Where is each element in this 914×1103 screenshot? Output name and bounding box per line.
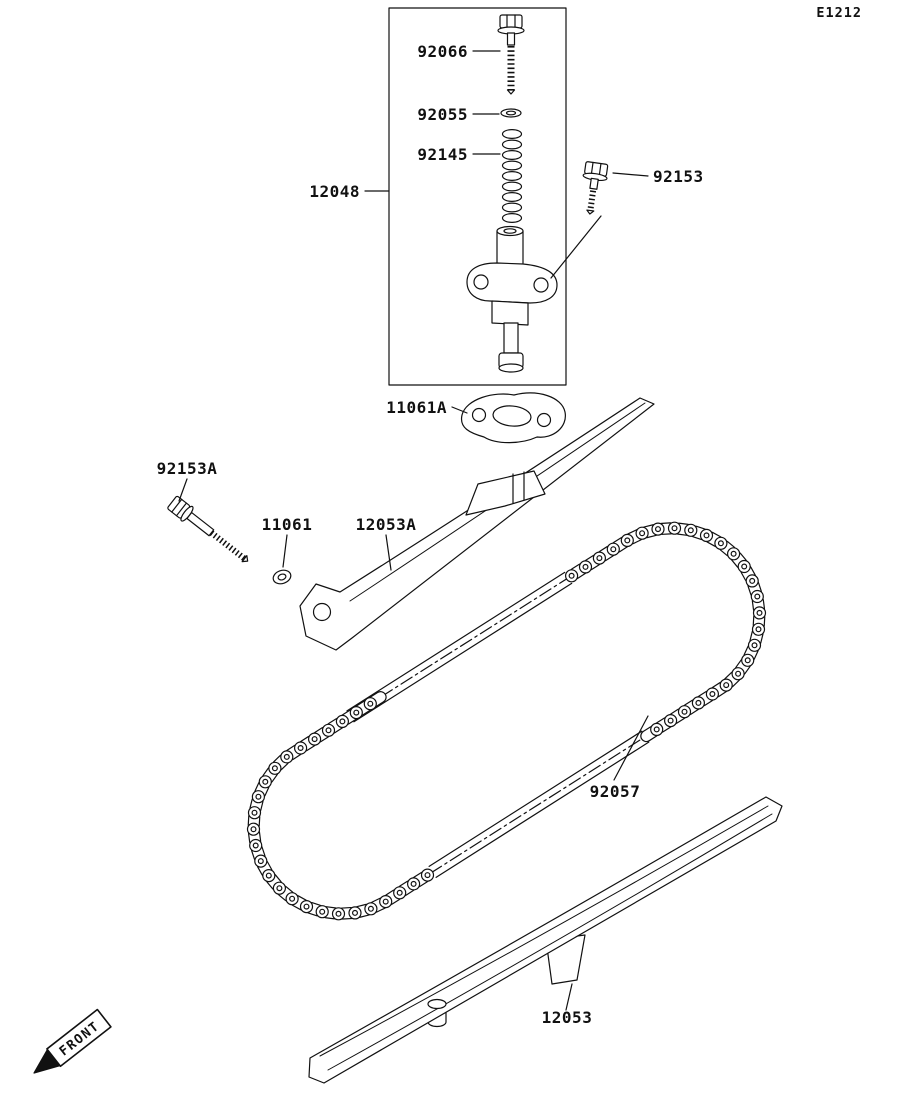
callout-92066: 92066 [417,42,468,61]
guide-washer-drawing [272,569,292,585]
tensioner-bolt-drawing [582,161,609,215]
diagram-code: E1212 [816,5,862,21]
cap-washer-drawing [500,108,522,118]
leader-lines [178,50,649,1011]
callout-11061A: 11061A [386,398,447,417]
upper-chain-guide-drawing [299,397,655,651]
callout-92153A: 92153A [157,459,218,478]
callout-11061: 11061 [262,515,313,534]
tensioner-gasket-drawing [460,392,566,444]
front-direction-marker: FRONT [33,1008,112,1074]
tensioner-body-drawing [466,225,558,373]
guide-bolt-drawing [167,495,249,563]
callout-92057: 92057 [590,782,641,801]
callout-12048: 12048 [309,182,360,201]
tensioner-assembly-box [388,7,567,386]
callout-12053: 12053 [542,1008,593,1027]
lower-chain-guide-drawing [308,796,783,1084]
cam-chain-drawing [246,521,767,921]
callout-92153: 92153 [653,167,704,186]
callout-12053A: 12053A [356,515,417,534]
callout-92055: 92055 [417,105,468,124]
callout-92145: 92145 [417,145,468,164]
cap-bolt-drawing [497,14,525,95]
tensioner-spring-drawing [501,129,523,224]
